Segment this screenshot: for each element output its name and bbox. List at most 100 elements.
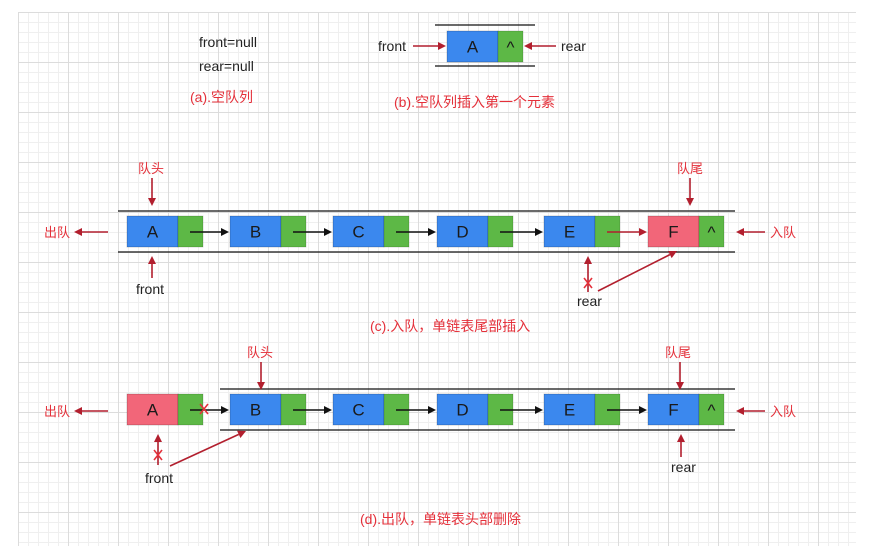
c-front-pointer-arrow xyxy=(148,256,156,278)
c-old-rear-pointer-arrow-head xyxy=(584,256,592,264)
d-removed-link-cross-icon-stroke-2 xyxy=(199,403,209,415)
d-link-arrow-2-head xyxy=(428,406,436,414)
c-dequeue-arrow-head xyxy=(74,228,82,236)
d-node-5-label: F xyxy=(668,401,678,420)
c-link-arrow-0 xyxy=(190,228,229,236)
c-enqueue-arrow-head xyxy=(736,228,744,236)
d-dequeue-label: 出队 xyxy=(44,404,70,419)
d-removed-link-cross-icon xyxy=(199,403,209,415)
d-old-front-cross-icon-stroke-2 xyxy=(153,449,163,461)
b-node-a-null-mark: ^ xyxy=(507,38,515,57)
a-front-null-label: front=null xyxy=(199,34,257,50)
d-node-1-data-cell xyxy=(229,393,282,426)
d-link-arrow-3-head xyxy=(535,406,543,414)
d-node-2-label: C xyxy=(352,401,364,420)
section-b-first-insert: A^ front rear (b).空队列插入第一个元素 xyxy=(378,24,586,110)
d-old-front-cross-icon xyxy=(153,449,163,461)
c-old-rear-cross-icon-stroke-2 xyxy=(583,277,593,289)
c-node-0: A xyxy=(126,215,204,248)
c-rear-label: rear xyxy=(577,293,602,309)
c-tail-arrow-head xyxy=(686,198,694,206)
d-node-5-null-mark: ^ xyxy=(708,401,716,420)
b-caption: (b).空队列插入第一个元素 xyxy=(394,94,555,110)
d-node-4-data-cell xyxy=(543,393,596,426)
c-old-rear-cross-icon xyxy=(583,277,593,289)
b-rear-label: rear xyxy=(561,38,586,54)
c-new-rear-pointer-arrow xyxy=(597,251,677,292)
b-front-pointer-arrow-head xyxy=(438,42,446,50)
d-tail-arrow xyxy=(676,362,684,390)
b-rear-pointer-arrow-head xyxy=(524,42,532,50)
d-head-label: 队头 xyxy=(247,345,273,360)
c-link-arrow-1-head xyxy=(324,228,332,236)
c-caption: (c).入队，单链表尾部插入 xyxy=(370,318,530,334)
b-front-pointer-arrow xyxy=(413,42,446,50)
d-old-front-pointer-arrow xyxy=(154,434,162,465)
d-node-3-label: D xyxy=(456,401,468,420)
c-node-5: F^ xyxy=(647,215,725,248)
c-dequeue-arrow xyxy=(74,228,108,236)
d-link-arrow-2 xyxy=(396,406,436,414)
c-enqueue-arrow xyxy=(736,228,765,236)
d-caption: (d).出队，单链表头部删除 xyxy=(360,511,521,527)
b-node-a: A^ xyxy=(446,30,524,63)
c-node-0-data-cell xyxy=(126,215,179,248)
c-head-arrow-head xyxy=(148,198,156,206)
d-node-4-label: E xyxy=(564,401,575,420)
d-rear-label: rear xyxy=(671,459,696,475)
d-enqueue-arrow xyxy=(736,407,765,415)
c-front-label: front xyxy=(136,281,164,297)
c-node-1-label: B xyxy=(250,223,261,242)
c-node-2-label: C xyxy=(352,223,364,242)
d-link-arrow-4 xyxy=(607,406,647,414)
c-head-arrow xyxy=(148,178,156,206)
d-node-2-data-cell xyxy=(332,393,385,426)
d-old-front-pointer-arrow-head xyxy=(154,434,162,442)
b-front-label: front xyxy=(378,38,406,54)
d-node-5: F^ xyxy=(647,393,725,426)
c-node-5-next-cell xyxy=(698,215,725,248)
d-link-arrow-3 xyxy=(500,406,543,414)
c-head-label: 队头 xyxy=(138,161,164,176)
d-enqueue-arrow-head xyxy=(736,407,744,415)
c-new-rear-pointer-arrow-head xyxy=(668,251,677,259)
a-caption: (a).空队列 xyxy=(190,89,253,105)
d-new-front-pointer-arrow-shaft xyxy=(169,433,240,467)
d-node-0-label: A xyxy=(147,401,159,420)
c-node-5-label: F xyxy=(668,223,678,242)
d-link-arrow-1 xyxy=(293,406,332,414)
d-link-arrow-4-head xyxy=(639,406,647,414)
c-tail-arrow xyxy=(686,178,694,206)
c-enqueue-label: 入队 xyxy=(770,225,796,240)
d-dequeue-arrow-head xyxy=(74,407,82,415)
d-node-1-label: B xyxy=(250,401,261,420)
d-node-4: E xyxy=(543,393,621,426)
c-tail-label: 队尾 xyxy=(677,161,703,176)
c-node-4-label: E xyxy=(564,223,575,242)
c-new-rear-pointer-arrow-shaft xyxy=(597,253,671,292)
d-new-front-pointer-arrow-head xyxy=(237,430,246,438)
c-link-arrow-2-head xyxy=(428,228,436,236)
b-node-a-label: A xyxy=(467,38,479,57)
c-link-arrow-3 xyxy=(500,228,543,236)
c-node-0-label: A xyxy=(147,223,159,242)
c-dequeue-label: 出队 xyxy=(44,225,70,240)
d-rear-pointer-arrow-head xyxy=(677,434,685,442)
section-a-empty-queue: front=null rear=null (a).空队列 xyxy=(190,34,257,105)
d-head-arrow-head xyxy=(257,382,265,390)
c-node-4-data-cell xyxy=(543,215,596,248)
d-node-5-data-cell xyxy=(647,393,700,426)
c-node-3-data-cell xyxy=(436,215,489,248)
c-link-arrow-2 xyxy=(396,228,436,236)
d-node-5-next-cell xyxy=(698,393,725,426)
c-link-arrow-4-head xyxy=(639,228,647,236)
d-tail-arrow-head xyxy=(676,382,684,390)
d-node-3-data-cell xyxy=(436,393,489,426)
d-new-front-pointer-arrow xyxy=(169,430,246,467)
b-node-a-next-cell xyxy=(497,30,524,63)
d-link-arrow-0-head xyxy=(221,406,229,414)
c-link-arrow-1 xyxy=(293,228,332,236)
